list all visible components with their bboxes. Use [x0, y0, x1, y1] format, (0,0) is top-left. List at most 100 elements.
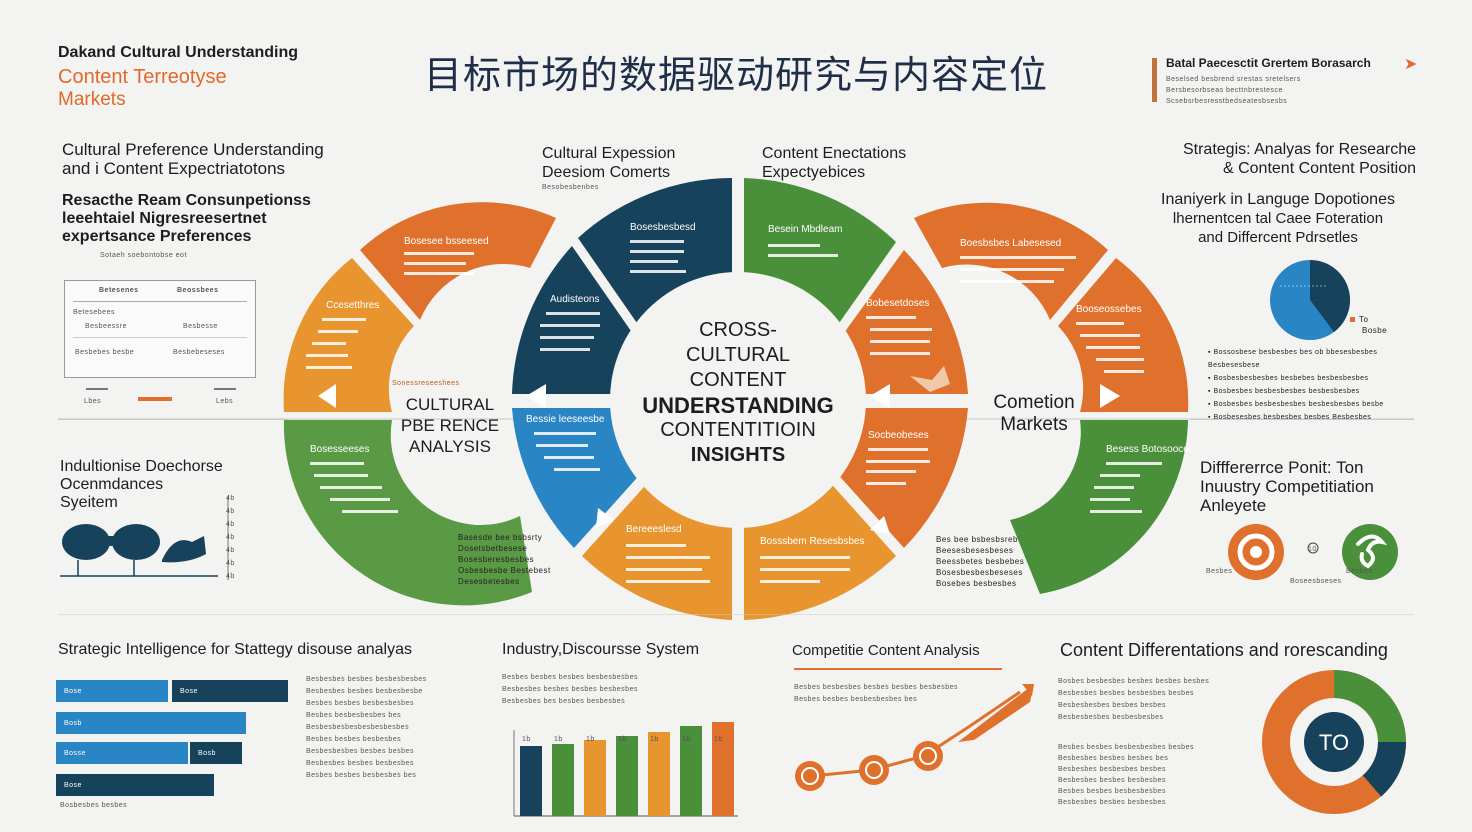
coin-icon	[859, 755, 889, 785]
bullet-item: ▪ Bosbesbes besbesbesbes besbesbesbes be…	[1208, 401, 1384, 408]
section2-chart-labels: 1b 1b 1b 1b 1b 1b 1b	[522, 734, 752, 744]
chart-label: 1b	[554, 736, 563, 743]
chart-label: 1b	[618, 736, 627, 743]
text-line: Besbesbes besbesbes besbes	[1058, 766, 1166, 773]
right-subheading-line: and Differcent Pdrsetles	[1198, 229, 1358, 246]
right-lower-heading-line: Difffererrce Ponit: Ton	[1200, 458, 1364, 477]
growth-arrow-icon	[958, 684, 1034, 742]
text-line: Besbesbes besbes besbesbesbes	[306, 676, 427, 683]
outer-left-mid-segment	[283, 258, 414, 412]
segment-label: Ccesetthres	[326, 300, 379, 311]
cultural-preference-analysis: CULTURAL PBE RENCE ANALYSIS	[388, 394, 512, 457]
center-line: CONTENT	[689, 369, 787, 391]
text-line: Besbesbes bes besbes besbesbes	[502, 698, 626, 705]
chart-label: 1b	[522, 736, 531, 743]
inner-right-upper-segment	[836, 250, 968, 394]
y-tick: 4b	[226, 560, 235, 567]
legend-swatch-orange	[138, 397, 172, 401]
table-divider	[73, 337, 247, 338]
outer-left-top-segment	[360, 202, 556, 320]
segment-label: Socbeobeses	[868, 430, 929, 441]
left-subheading-line: Resacthe Ream Consunpetionss	[62, 192, 311, 209]
center-line: CROSS-	[699, 319, 777, 341]
chart-label: 1b	[682, 736, 691, 743]
table-caption: Sotaeh soebontobse eot	[100, 252, 187, 259]
text-line: Besbes besbes besbesbesbes besbes	[1058, 744, 1194, 751]
y-tick: 4b	[226, 534, 235, 541]
right-heading-line: & Content Content Position	[1222, 160, 1416, 177]
left-lower-heading-line: Ocenmdances	[60, 476, 164, 493]
left-lower-heading-line: Syeitem	[60, 494, 118, 511]
center-line: CULTURAL	[685, 344, 791, 366]
section4-donut: TO	[1262, 670, 1407, 814]
topright-line: Bersbesorbseas becttnbrestesce	[1166, 87, 1283, 94]
binocular-lens-icon	[112, 524, 160, 560]
note-line: Beessbetes besbebes	[936, 557, 1025, 566]
arrow-icon	[596, 508, 614, 528]
bottom-right-note: Bes bee bsbesbsreb Beesesbesesbeses Bees…	[936, 534, 1024, 589]
chart-bar	[584, 740, 606, 816]
text-line: Besbesbes besbes besbesbes	[1058, 777, 1166, 784]
bottom-divider	[58, 614, 1414, 615]
right-subheading-line: lhernentcen tal Caee Foteration	[1172, 210, 1384, 227]
topright-text: Beselsed besbrend srestas sretelsers Ber…	[1166, 74, 1386, 107]
segment-label: Bosesseeses	[310, 444, 369, 455]
arrow-left-icon	[870, 384, 890, 408]
text-line: Besbesbes besbes besbesbesbe	[306, 688, 423, 695]
center-line: INSIGHTS	[690, 444, 786, 466]
section3-underline	[794, 668, 1002, 670]
center-circle	[610, 272, 866, 528]
section2-text: Besbes besbes besbes besbesbesbes Besbes…	[502, 672, 732, 708]
segment-label: Bobesetdoses	[866, 298, 929, 309]
outer-right-top-segment	[914, 202, 1108, 320]
text-line: Besbesbes besbes besbes bes	[1058, 755, 1169, 762]
text-line: Besbes besbes besbesbesbes	[1058, 788, 1166, 795]
chart-bar	[648, 732, 670, 816]
arrow-icon	[870, 516, 890, 534]
center-line: CONTENTITIOIN	[660, 419, 816, 441]
center-line: CULTURAL	[405, 395, 495, 414]
section3-text: Besbes besbesbes besbes besbes besbesbes…	[794, 682, 1004, 706]
inner-left-upper-segment	[512, 246, 640, 394]
segment-label: Besess Botosoocel	[1106, 444, 1191, 455]
text-line: Besbes besbesbes besbes besbes besbesbes	[794, 684, 958, 691]
segment-label: Bosesbesbesd	[630, 222, 696, 233]
note-line: Bosesberesbesbes	[458, 555, 535, 564]
diagram-label-line: Deesiom Comerts	[542, 164, 671, 181]
bullet-item: ▪ Bosbesesbes besbesbes besbes Besbesbes	[1208, 414, 1372, 421]
y-axis-ticks: 4b 4b 4b 4b 4b 4b 4b	[226, 492, 246, 583]
table-cell: Betesebees	[73, 309, 115, 316]
right-heading-line: Strategis: Analyas for Researche	[1182, 141, 1416, 158]
bullet-item: ▪ Bosbesbes besbesbesbes besbesbesbes	[1208, 388, 1360, 395]
topright-accent-bar	[1152, 58, 1157, 102]
icon-caption: Besbes	[1346, 568, 1373, 575]
text-line: Besbes besbes besbesbesbes bes	[794, 696, 918, 703]
note-line: Basesde bee bsbsrty	[458, 533, 543, 542]
right-subheading-line: Inaniyerk in Languge Dopotiones	[1161, 191, 1395, 208]
section2-title: Industry,Discoursse System	[502, 641, 700, 658]
left-center-caption: Sonessreseeshees	[392, 378, 502, 389]
section3-growth-graphic	[795, 684, 1034, 791]
note-line: Osbesbesbe Bestebest	[458, 566, 551, 575]
table-header: Beossbees	[177, 287, 219, 294]
topleft-title-line1: Dakand Cultural Understanding	[58, 44, 299, 61]
y-tick: 4b	[226, 547, 235, 554]
center-line: Cometion	[993, 392, 1075, 413]
y-tick: 4b	[226, 495, 235, 502]
bottom-left-note: Basesde bee bsbsrty Dosetsbetbesese Bose…	[458, 532, 551, 587]
donut-segment	[1362, 741, 1407, 797]
chart-bar	[680, 726, 702, 816]
segment-label: Bereeeslesd	[626, 524, 682, 535]
diagram-top-label-right: Content Enectations Expectyebices	[762, 144, 906, 182]
text-line: Besbesbes besbes besbesbes besbes	[1058, 690, 1194, 697]
section1-caption: Bosbesbes besbes	[60, 802, 128, 809]
note-line: Bosesbesbesbeseses	[936, 568, 1023, 577]
y-tick: 4b	[226, 521, 235, 528]
topright-title: Batal Paecesctit Grertem Borasarch	[1166, 56, 1371, 70]
chart-bar	[712, 722, 734, 816]
left-subheading-line: expertsance Preferences	[62, 228, 252, 245]
segment-label: Bosesee bsseesed	[404, 236, 489, 247]
legend-label: Lbes	[84, 398, 102, 405]
right-bullets: ▪ Bossosbese besbesbes bes ob bbesesbesb…	[1208, 346, 1420, 424]
